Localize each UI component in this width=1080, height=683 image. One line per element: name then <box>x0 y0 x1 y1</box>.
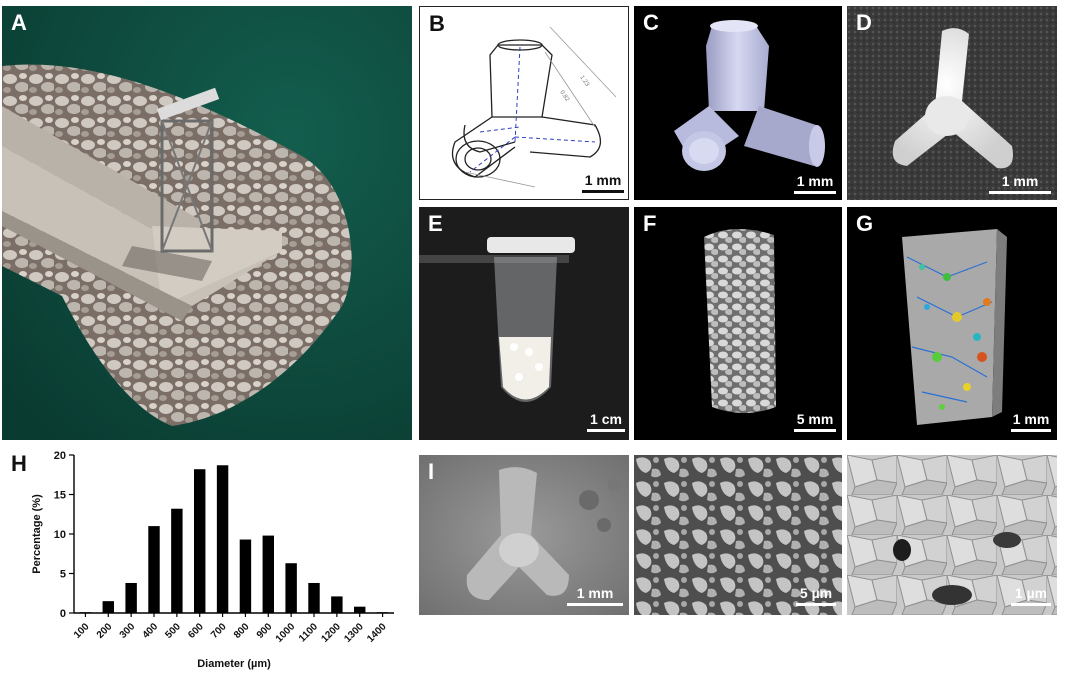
panel-f-render: F 5 mm <box>634 207 842 440</box>
panel-label: D <box>856 10 872 35</box>
panel-b-drawing: 1.23 0.82 B 1 mm <box>419 6 629 200</box>
histogram-bar <box>285 563 297 613</box>
panel-label: C <box>643 10 659 35</box>
panel-label: F <box>643 211 657 236</box>
scale-bar: 5 mm <box>794 411 836 432</box>
sem-image-tetrapod <box>419 455 629 615</box>
pore-network-render <box>902 229 1007 425</box>
x-tick-label: 400 <box>141 621 161 641</box>
y-tick-label: 10 <box>54 529 66 541</box>
scale-bar: 1 mm <box>567 585 623 606</box>
panel-label: I <box>428 459 435 484</box>
y-tick-label: 5 <box>60 569 66 581</box>
sem-image-grains-1um <box>847 455 1057 615</box>
y-tick-label: 20 <box>54 450 66 462</box>
scale-bar-label: 1 mm <box>584 172 622 188</box>
x-tick-label: 1300 <box>342 621 366 645</box>
histogram-bar <box>194 469 206 613</box>
x-tick-label: 1200 <box>319 621 343 645</box>
histogram-bar <box>102 601 114 613</box>
panel-i-sem-3: 1 µm <box>847 455 1057 615</box>
scale-bar: 1 cm <box>587 411 625 432</box>
sem-image-surface-5um <box>634 455 842 615</box>
scale-bar-label: 5 mm <box>796 411 834 427</box>
y-axis-label: Percentage (%) <box>31 494 43 574</box>
y-tick-label: 15 <box>54 490 66 502</box>
panel-label: B <box>429 11 445 36</box>
panel-label: G <box>856 211 874 236</box>
panel-label: E <box>428 211 443 236</box>
panel-label: H <box>11 451 27 476</box>
histogram-bar <box>216 465 229 613</box>
scale-bar: 1 µm <box>1011 585 1051 606</box>
svg-text:0.82: 0.82 <box>558 90 570 104</box>
scale-bar: 1 mm <box>1011 411 1051 432</box>
histogram-bar <box>308 582 320 613</box>
x-tick-label: 1100 <box>297 621 320 644</box>
x-tick-label: 200 <box>95 621 115 641</box>
y-tick-label: 0 <box>60 608 66 620</box>
panel-d-photo: D 1 mm <box>847 6 1057 200</box>
x-tick-label: 1400 <box>365 621 389 645</box>
scale-bar-label: 1 cm <box>590 411 622 427</box>
scale-bar-label: 1 mm <box>576 585 614 601</box>
scale-bar: 1 mm <box>582 172 624 193</box>
histogram-bar <box>239 539 252 613</box>
x-tick-label: 100 <box>72 621 92 641</box>
scale-bar-label: 1 mm <box>1001 173 1039 189</box>
panel-e-photo: E 1 cm <box>419 207 629 440</box>
scale-bar-label: 1 µm <box>1014 585 1048 601</box>
scale-bar: 1 mm <box>794 173 836 194</box>
x-tick-label: 600 <box>186 621 206 641</box>
histogram-bar <box>125 582 137 613</box>
histogram-bar <box>171 508 183 613</box>
svg-text:1.23: 1.23 <box>578 75 590 89</box>
x-tick-label: 1000 <box>274 621 298 645</box>
scale-bar: 1 mm <box>989 173 1051 194</box>
tetrapod-line-drawing: 1.23 0.82 <box>451 26 617 188</box>
scale-bar-label: 1 mm <box>796 173 834 189</box>
tube-photo <box>419 207 629 440</box>
panel-label: A <box>11 10 27 35</box>
scale-bar-label: 1 mm <box>1012 411 1050 427</box>
histogram-bar <box>148 526 160 613</box>
panel-c-render: C 1 mm <box>634 6 842 200</box>
x-tick-label: 900 <box>255 621 275 641</box>
x-tick-label: 800 <box>232 621 252 641</box>
scale-bar-label: 5 µm <box>799 585 833 601</box>
x-tick-label: 500 <box>163 621 183 641</box>
scale-bar: 5 µm <box>796 585 836 606</box>
tetrapod-3d-render <box>674 20 825 171</box>
x-tick-label: 300 <box>118 621 138 641</box>
x-tick-label: 700 <box>209 621 229 641</box>
panel-i-sem-1: I 1 mm <box>419 455 629 615</box>
breakwater-aerial-image <box>2 6 412 440</box>
histogram-bar <box>354 606 366 613</box>
panel-i-sem-2: 5 µm <box>634 455 842 615</box>
histogram-bar <box>262 535 274 613</box>
panel-a-photo: A <box>2 6 412 440</box>
x-axis-label: Diameter (µm) <box>197 658 271 670</box>
printed-tetrapod-photo <box>847 6 1057 200</box>
panel-g-render: G 1 mm <box>847 207 1057 440</box>
histogram-bar <box>331 596 343 613</box>
micro-ct-volume-render <box>704 228 776 413</box>
